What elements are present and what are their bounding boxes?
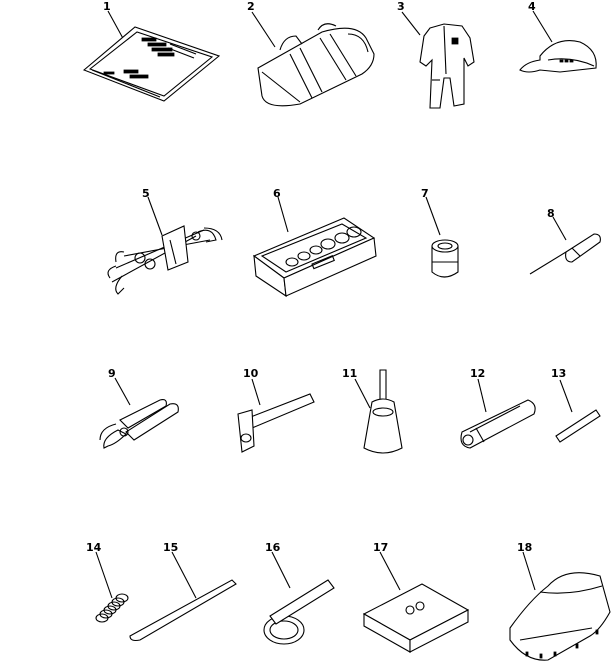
part-17-case <box>362 551 470 653</box>
callout-6: 6 <box>273 187 281 200</box>
callout-1: 1 <box>103 0 111 13</box>
callout-7: 7 <box>421 187 429 200</box>
callout-11: 11 <box>342 367 357 380</box>
part-14-spring <box>95 551 129 623</box>
callout-9: 9 <box>108 367 116 380</box>
callout-17: 17 <box>373 541 388 554</box>
part-16-filter-wrench <box>263 551 335 645</box>
part-8-screwdriver <box>529 216 601 275</box>
part-12-grease-gun <box>460 378 536 449</box>
callout-10: 10 <box>243 367 259 380</box>
callout-15: 15 <box>163 541 178 554</box>
callout-5: 5 <box>142 187 150 200</box>
callout-16: 16 <box>265 541 281 554</box>
part-9-pliers <box>99 377 179 449</box>
callout-13: 13 <box>551 367 566 380</box>
part-1-manual <box>82 10 221 102</box>
part-10-hammer <box>237 378 315 453</box>
part-13-bar <box>555 379 601 443</box>
callout-18: 18 <box>517 541 532 554</box>
part-5-wrench-set <box>107 196 223 295</box>
callout-12: 12 <box>470 367 485 380</box>
callout-8: 8 <box>547 207 555 220</box>
callout-14: 14 <box>86 541 102 554</box>
part-2-tool-bag <box>251 11 375 107</box>
callout-3: 3 <box>397 0 405 13</box>
part-18-cover <box>509 551 611 661</box>
part-7-socket <box>425 196 459 278</box>
part-4-cap <box>519 10 597 73</box>
part-11-oil-can <box>354 369 403 454</box>
part-6-socket-case <box>252 196 377 298</box>
part-15-pry-bar <box>129 551 237 642</box>
callout-2: 2 <box>247 0 255 13</box>
callout-4: 4 <box>528 0 536 13</box>
part-3-coveralls <box>401 11 475 109</box>
